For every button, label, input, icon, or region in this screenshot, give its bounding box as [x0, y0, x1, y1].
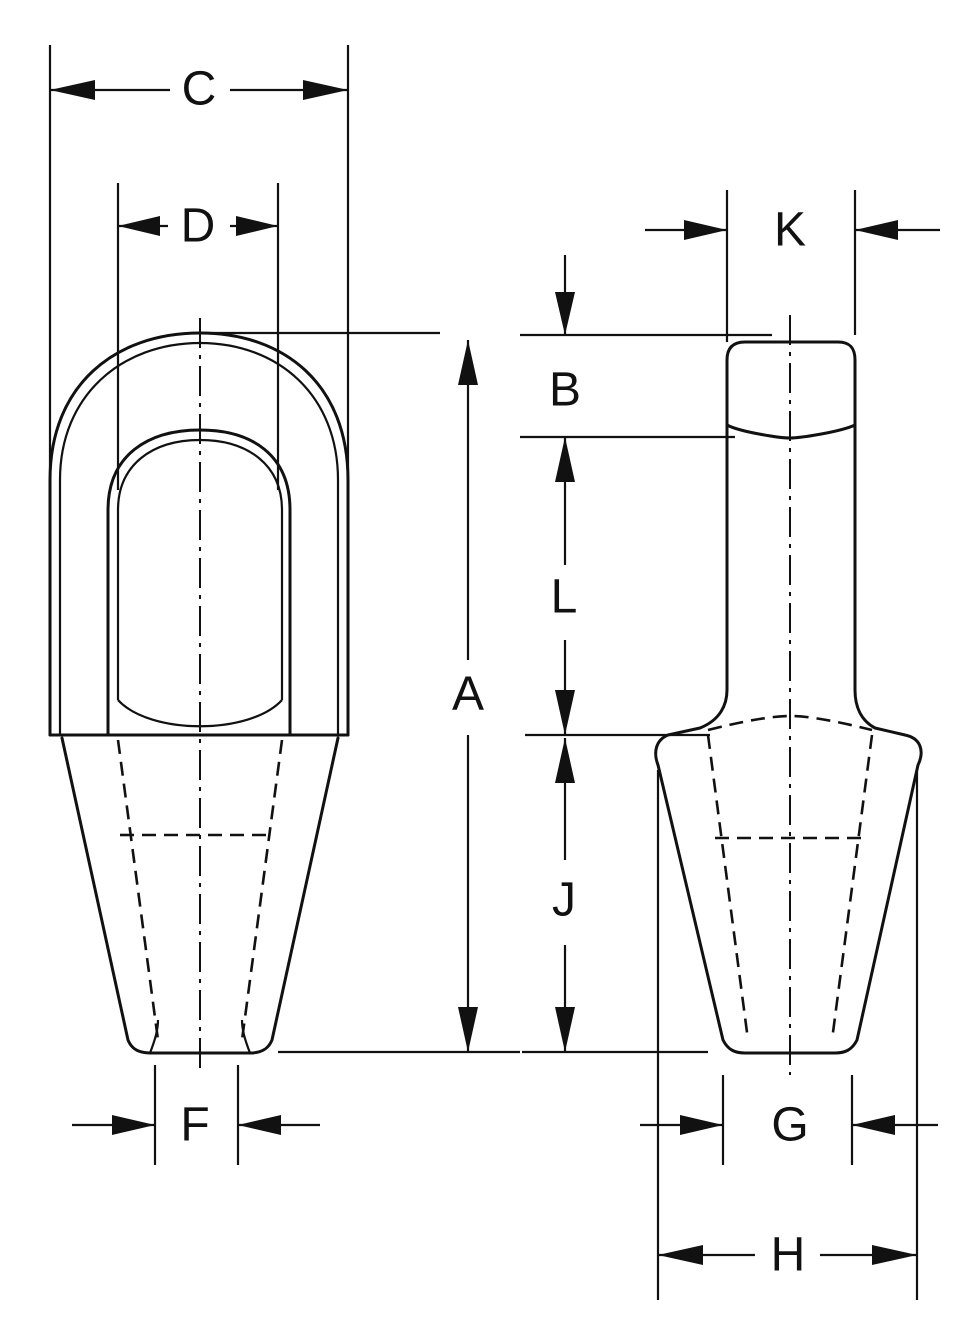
dimension-lines	[48, 45, 940, 1300]
label-d: D	[181, 200, 216, 253]
label-a: A	[452, 668, 484, 721]
label-k: K	[774, 204, 806, 257]
label-b: B	[549, 364, 581, 417]
label-l: L	[551, 571, 578, 624]
front-view	[48, 318, 350, 1068]
side-view	[654, 315, 923, 1075]
label-f: F	[180, 1099, 209, 1152]
label-c: C	[182, 63, 217, 116]
dimension-labels: C D B A L J K F G H	[180, 63, 808, 1282]
label-j: J	[552, 874, 576, 927]
label-h: H	[771, 1229, 806, 1282]
label-g: G	[771, 1099, 808, 1152]
